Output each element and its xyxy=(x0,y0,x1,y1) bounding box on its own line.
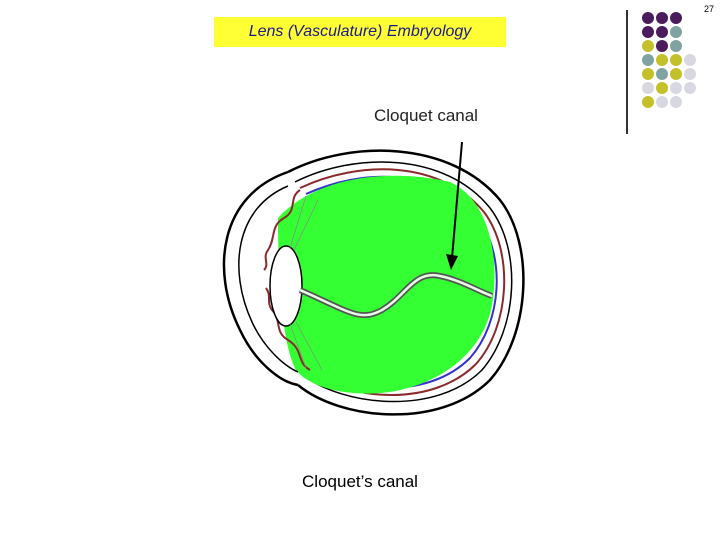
decorative-dot xyxy=(684,54,696,66)
decorative-dot-grid xyxy=(642,12,696,108)
ciliary-body-lower xyxy=(265,287,311,371)
cloquet-canal-inner xyxy=(299,273,493,317)
decorative-dot xyxy=(670,40,682,52)
cloquet-canal-label: Cloquet canal xyxy=(374,106,478,125)
decorative-dot xyxy=(670,12,682,24)
decorative-dot xyxy=(670,96,682,108)
decorative-dot xyxy=(670,82,682,94)
decorative-dot xyxy=(642,68,654,80)
choroid-layer xyxy=(299,168,506,396)
page-number: 27 xyxy=(703,4,714,14)
slide-caption: Cloquet’s canal xyxy=(302,472,418,491)
title-banner: Lens (Vasculature) Embryology xyxy=(214,17,506,47)
decorative-dot xyxy=(656,26,668,38)
lens xyxy=(269,245,303,327)
decorative-dot xyxy=(642,40,654,52)
decorative-dot xyxy=(670,54,682,66)
inner-cornea xyxy=(238,185,299,373)
decorative-dot xyxy=(670,68,682,80)
ciliary-body-upper xyxy=(263,189,301,271)
decorative-dot xyxy=(642,12,654,24)
decorative-dot xyxy=(656,12,668,24)
cornea xyxy=(222,170,299,387)
decorative-dot xyxy=(656,96,668,108)
label-pointer-arrow xyxy=(451,141,463,259)
decorative-dot xyxy=(642,54,654,66)
decorative-dot xyxy=(656,40,668,52)
arrowhead xyxy=(446,254,458,270)
decorative-dot xyxy=(656,68,668,80)
decorative-dot xyxy=(642,82,654,94)
decorative-dot xyxy=(642,96,654,108)
eye-cross-section-diagram xyxy=(222,141,525,416)
vitreous-body xyxy=(278,175,495,394)
decorative-dot xyxy=(642,26,654,38)
decorative-dot xyxy=(684,68,696,80)
sclera-outline xyxy=(287,149,525,416)
decorative-dot xyxy=(656,82,668,94)
zonule-fibers xyxy=(289,195,323,371)
slide-title: Lens (Vasculature) Embryology xyxy=(248,23,472,40)
inner-sclera-outline xyxy=(294,161,513,403)
decorative-dot xyxy=(656,54,668,66)
decorative-dot xyxy=(670,26,682,38)
decorative-dot xyxy=(684,82,696,94)
decorative-divider xyxy=(626,10,628,134)
